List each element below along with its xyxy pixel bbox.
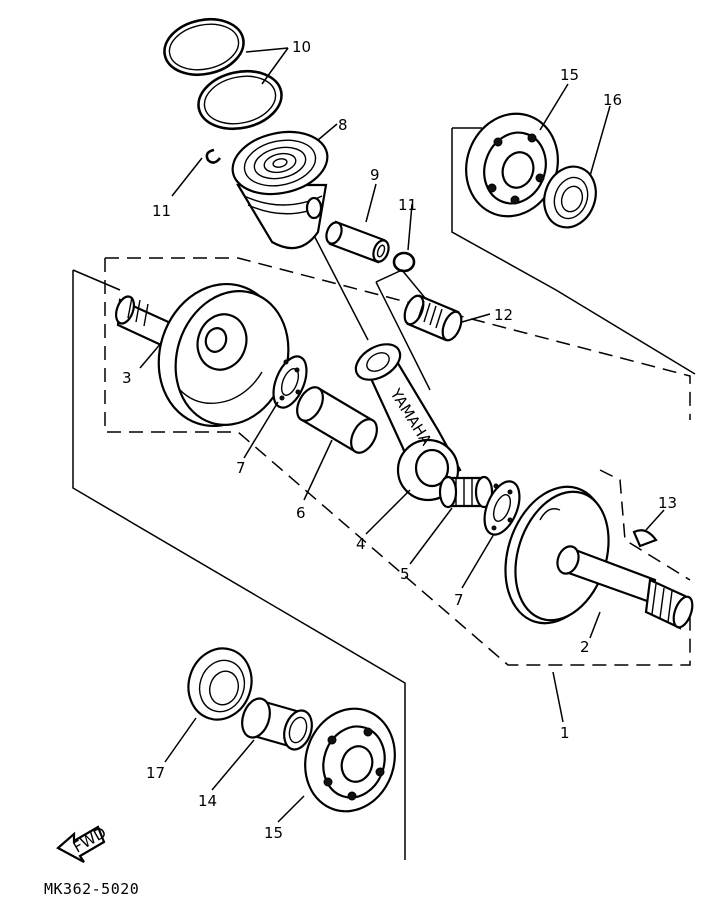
crank-half-right <box>504 485 694 630</box>
piston-pin-clip-right <box>392 251 416 273</box>
oil-seal-top <box>543 165 597 229</box>
callout-6: 6 <box>296 504 306 522</box>
callout-13: 13 <box>658 494 677 512</box>
callout-labels: 10 8 11 9 11 12 15 16 3 7 6 4 5 7 13 2 1… <box>122 38 677 842</box>
callout-5: 5 <box>400 565 410 583</box>
callout-4: 4 <box>356 535 366 553</box>
piston-pin-clip-left <box>205 148 222 164</box>
small-end-bearing <box>403 294 463 342</box>
callout-7-left: 7 <box>236 459 246 477</box>
callout-1: 1 <box>560 724 570 742</box>
diagram-code: MK362-5020 <box>44 880 139 898</box>
callout-14: 14 <box>198 792 217 810</box>
callout-11-right: 11 <box>398 196 417 214</box>
crank-pin <box>296 386 378 454</box>
thrust-washer-left <box>272 355 308 409</box>
woodruff-key <box>632 529 658 548</box>
crank-bearing-bottom <box>304 707 396 813</box>
bearing-group-outline-top <box>451 127 696 375</box>
callout-2: 2 <box>580 638 590 656</box>
crank-half-outline-left <box>72 269 406 860</box>
callout-10: 10 <box>292 38 311 56</box>
oil-seal-bottom <box>187 647 253 721</box>
callout-3: 3 <box>122 369 132 387</box>
collar <box>241 697 313 751</box>
crank-half-left <box>114 282 290 428</box>
callout-12: 12 <box>494 306 513 324</box>
big-end-bearing <box>438 475 494 509</box>
callout-7-right: 7 <box>454 591 464 609</box>
callout-15-bottom: 15 <box>264 824 283 842</box>
leader-lines <box>139 47 665 823</box>
piston-ring-lower <box>197 69 283 131</box>
callout-15-top: 15 <box>560 66 579 84</box>
crank-bearing-top <box>465 112 559 218</box>
crank-assembly-outline <box>104 257 691 666</box>
fwd-arrow-icon: FWD <box>56 823 109 863</box>
callout-8: 8 <box>338 116 348 134</box>
callout-9: 9 <box>370 166 380 184</box>
callout-16: 16 <box>603 91 622 109</box>
callout-17: 17 <box>146 764 165 782</box>
piston-ring-upper <box>163 18 245 76</box>
thrust-washer-right <box>483 480 521 536</box>
piston <box>231 130 329 250</box>
piston-pin <box>325 220 390 264</box>
callout-11-left: 11 <box>152 202 171 220</box>
